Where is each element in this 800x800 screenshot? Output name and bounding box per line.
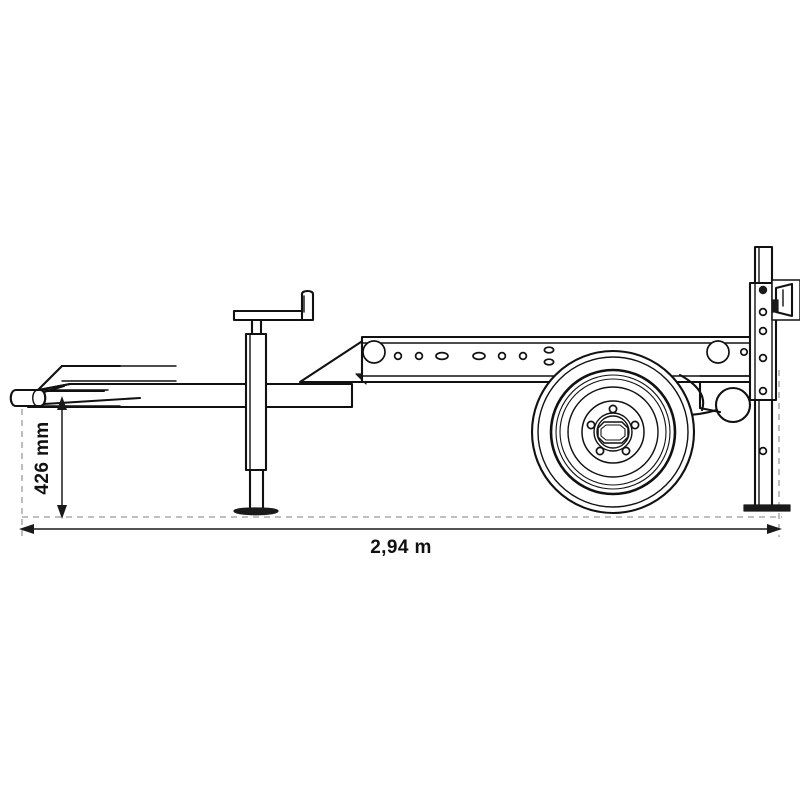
- rear-lamp-bracket: [771, 279, 800, 321]
- beam-large-hole-left: [362, 340, 386, 364]
- road-wheel: [530, 349, 696, 515]
- drawbar: [26, 382, 354, 409]
- dimension-height-label: 426 mm: [32, 421, 53, 494]
- hub-nut: [597, 421, 629, 444]
- mast-bolt-hole: [758, 307, 768, 317]
- jack-inner-leg: [248, 468, 265, 514]
- beam-hole-row: [362, 340, 749, 366]
- mast-bolt-hole: [758, 326, 768, 336]
- lug-hole: [608, 404, 618, 414]
- dim-arrow-down: [57, 505, 67, 519]
- jack-outer-tube: [244, 332, 268, 472]
- mast-bolt-hole: [758, 285, 768, 295]
- beam-large-hole-right: [706, 340, 730, 364]
- beam-hole: [393, 351, 403, 361]
- hubcap-ring: [593, 412, 633, 452]
- lug-hole: [630, 420, 640, 430]
- tyre-sidewall: [537, 356, 689, 508]
- lug-hole: [586, 420, 596, 430]
- chassis-rear-connection: [698, 375, 752, 384]
- gusset-plate: [298, 338, 367, 385]
- dim-arrow-right: [767, 524, 782, 534]
- rear-mast: [743, 245, 791, 512]
- beam-slot-upper: [543, 346, 555, 354]
- hubcap-ring: [596, 415, 630, 449]
- beam-hole: [414, 351, 424, 361]
- beam-hole: [518, 351, 528, 361]
- support-jack: [233, 314, 279, 516]
- beam-hole: [497, 351, 507, 361]
- beam-hole: [739, 347, 749, 357]
- lug-hole: [621, 446, 631, 456]
- beam-slot: [472, 351, 486, 361]
- dimension-length-label: 2,94 m: [370, 537, 432, 558]
- lug-hole: [595, 446, 605, 456]
- beam-slot-lower: [543, 358, 555, 366]
- beam-slot: [435, 351, 449, 361]
- dim-arrow-left: [19, 524, 34, 534]
- mast-reinforcement-plate: [748, 281, 778, 402]
- mast-bolt-hole: [758, 446, 768, 456]
- suspension-pivot: [630, 373, 752, 424]
- mast-bolt-hole: [758, 353, 768, 363]
- dimension-height-426mm: 426 mm: [32, 396, 67, 519]
- mast-foot-plate: [743, 504, 791, 512]
- rim-ring: [555, 374, 671, 490]
- jack-foot-plate: [233, 507, 279, 516]
- mast-bolt-hole: [758, 386, 768, 396]
- jack-crank-handle: [232, 289, 315, 322]
- dimension-extension-lines: [21, 370, 782, 537]
- rim-ring: [559, 378, 667, 486]
- dimension-length-294m: 2,94 m: [19, 524, 782, 558]
- dim-arrow-up: [57, 396, 67, 410]
- rim-well: [567, 386, 659, 478]
